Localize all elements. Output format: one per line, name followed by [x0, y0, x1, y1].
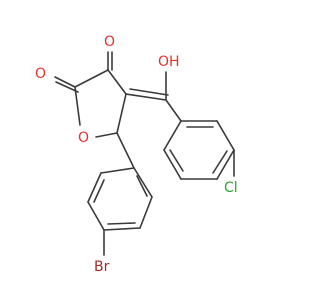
- bond-clph-3: [216, 149, 235, 180]
- bond-brph-inner-3: [93, 179, 105, 203]
- bond-c2-o-lactone-b: [55, 81, 79, 93]
- molecule-canvas: O O O OH Cl Br: [35, 34, 238, 275]
- bond-c4-c5: [116, 93, 127, 134]
- atom-label-lactone-oxygen: O: [35, 66, 46, 82]
- bond-cexo-aryl: [165, 99, 182, 122]
- bond-brph-inner-2: [107, 222, 136, 225]
- bond-brph-5: [87, 172, 102, 203]
- bond-brph-3: [103, 227, 141, 231]
- atom-label-ketone-oxygen: O: [104, 34, 115, 50]
- bond-clph-inner-2: [212, 150, 228, 174]
- bond-c5-aryl: [116, 132, 135, 169]
- bond-brph-4: [87, 201, 105, 231]
- bond-clph-6: [163, 120, 182, 151]
- bond-brph-inner-1: [136, 175, 148, 197]
- bond-c2-o-lactone-a: [54, 76, 76, 88]
- bond-clph-2: [216, 120, 235, 151]
- bond-o1-c2: [74, 86, 81, 126]
- bond-clph-5: [163, 149, 182, 180]
- atom-label-ring-oxygen: O: [78, 130, 89, 146]
- atom-label-hydroxyl: OH: [158, 54, 180, 70]
- bond-c2-c3: [74, 69, 109, 88]
- bond-brph-2: [139, 196, 153, 229]
- bond-c5-o1: [95, 132, 118, 138]
- bond-c4-cexo-a: [125, 93, 167, 101]
- bond-brph-1: [133, 167, 153, 198]
- atom-label-bromine: Br: [94, 259, 110, 275]
- bond-c4-cexo-b: [129, 88, 169, 96]
- bond-c3-c4: [107, 69, 127, 95]
- bond-brph-6: [100, 167, 135, 174]
- atom-label-chlorine: Cl: [224, 180, 238, 196]
- molecule-structure: O O O OH Cl Br: [35, 34, 238, 275]
- bond-clph-inner-3: [169, 149, 184, 172]
